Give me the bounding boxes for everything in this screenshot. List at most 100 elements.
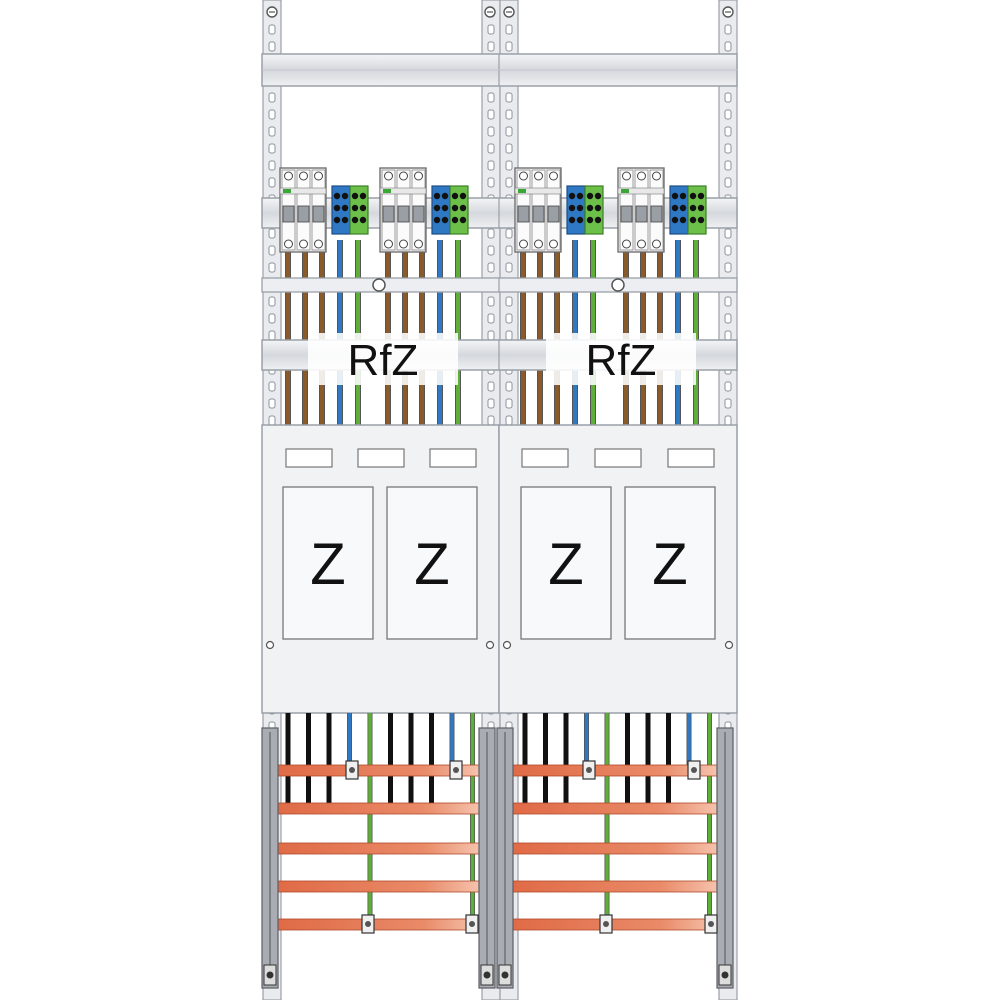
terminal-hole: [451, 192, 459, 200]
copper-busbar: [275, 918, 487, 931]
rail-slot: [505, 24, 513, 35]
terminal-hole: [568, 204, 576, 212]
brand-mark: [621, 189, 629, 193]
terminal-hole: [679, 192, 687, 200]
breaker-toggle: [620, 205, 633, 223]
clamp-screw-1: [372, 278, 386, 292]
terminal-screw: [399, 171, 408, 181]
rail-slot: [505, 296, 513, 307]
panel-screw: [265, 640, 275, 650]
rail-slot: [505, 415, 513, 426]
terminal-screw: [519, 239, 528, 249]
rail-slot: [505, 126, 513, 137]
breaker-toggle: [312, 205, 325, 223]
rail-slot: [487, 177, 495, 188]
rail-slot: [268, 398, 276, 409]
rail-slot: [487, 330, 495, 341]
label-slot: [285, 448, 333, 468]
rail-slot: [487, 381, 495, 392]
terminal-hole: [441, 192, 449, 200]
clamp-screw: [349, 767, 355, 773]
rail-slot: [724, 160, 732, 171]
terminal-hole: [671, 192, 679, 200]
terminal-screw: [299, 171, 308, 181]
terminal-hole: [689, 216, 697, 224]
rail-slot: [724, 143, 732, 154]
support-screw: [266, 971, 274, 979]
rfz-label-right-group: RfZ: [546, 333, 696, 385]
terminal-hole: [433, 192, 441, 200]
rail-slot: [505, 177, 513, 188]
clamp-screw-2: [611, 278, 625, 292]
terminal-screw: [637, 171, 646, 181]
breaker-label-strip: [617, 187, 665, 195]
meter-window: [624, 486, 716, 640]
rail-slot: [487, 296, 495, 307]
rail-slot: [505, 398, 513, 409]
terminal-hole: [568, 192, 576, 200]
terminal-hole: [441, 216, 449, 224]
label-slot: [521, 448, 569, 468]
terminal-screw: [414, 239, 423, 249]
rail-slot: [724, 262, 732, 273]
meter-label: Z: [414, 532, 449, 597]
terminal-hole: [451, 216, 459, 224]
terminal-hole: [689, 204, 697, 212]
terminal-screw: [622, 171, 631, 181]
clamp-screw: [691, 767, 697, 773]
rail-slot: [268, 177, 276, 188]
rail-slot: [505, 160, 513, 171]
terminal-screw: [637, 239, 646, 249]
terminal-screw: [384, 239, 393, 249]
rail-slot: [487, 143, 495, 154]
rail-slot: [268, 24, 276, 35]
breaker-label-strip: [379, 187, 427, 195]
terminal-hole: [679, 216, 687, 224]
rail-slot: [505, 245, 513, 256]
terminal-screw: [622, 239, 631, 249]
rail-slot: [268, 262, 276, 273]
breaker-group: [617, 167, 707, 253]
rfz-label-left-group: RfZ: [308, 333, 458, 385]
terminal-hole: [697, 204, 705, 212]
breaker-toggle: [650, 205, 663, 223]
rail-slot: [487, 228, 495, 239]
terminal-screw: [284, 171, 293, 181]
rail-slot: [505, 381, 513, 392]
clamp-screw: [603, 921, 609, 927]
breaker-label-strip: [279, 187, 327, 195]
breaker-group: [279, 167, 369, 253]
breaker-group: [379, 167, 469, 253]
rail-slot: [724, 92, 732, 103]
panel-screw: [485, 640, 495, 650]
terminal-hole: [333, 204, 341, 212]
breaker-toggle: [282, 205, 295, 223]
terminal-hole: [333, 216, 341, 224]
rail-slot: [487, 41, 495, 52]
breaker-toggle: [517, 205, 530, 223]
rail-slot: [268, 330, 276, 341]
terminal-hole: [697, 192, 705, 200]
rfz-label-right: RfZ: [586, 336, 657, 385]
terminal-hole: [341, 204, 349, 212]
terminal-screw: [534, 239, 543, 249]
terminal-hole: [689, 192, 697, 200]
rail-slot: [268, 381, 276, 392]
rail-slot: [487, 126, 495, 137]
rail-slot: [268, 296, 276, 307]
terminal-screw: [384, 171, 393, 181]
brand-mark: [383, 189, 391, 193]
rail-slot: [487, 398, 495, 409]
terminal-screw: [534, 171, 543, 181]
copper-busbar: [275, 842, 487, 855]
terminal-screw: [549, 239, 558, 249]
terminal-screw: [549, 171, 558, 181]
rail-slot: [268, 92, 276, 103]
terminal-screw: [314, 171, 323, 181]
meter-label: Z: [548, 532, 583, 597]
rail-slot: [487, 313, 495, 324]
label-slot: [594, 448, 642, 468]
meter-window: [282, 486, 374, 640]
rail-slot: [505, 313, 513, 324]
